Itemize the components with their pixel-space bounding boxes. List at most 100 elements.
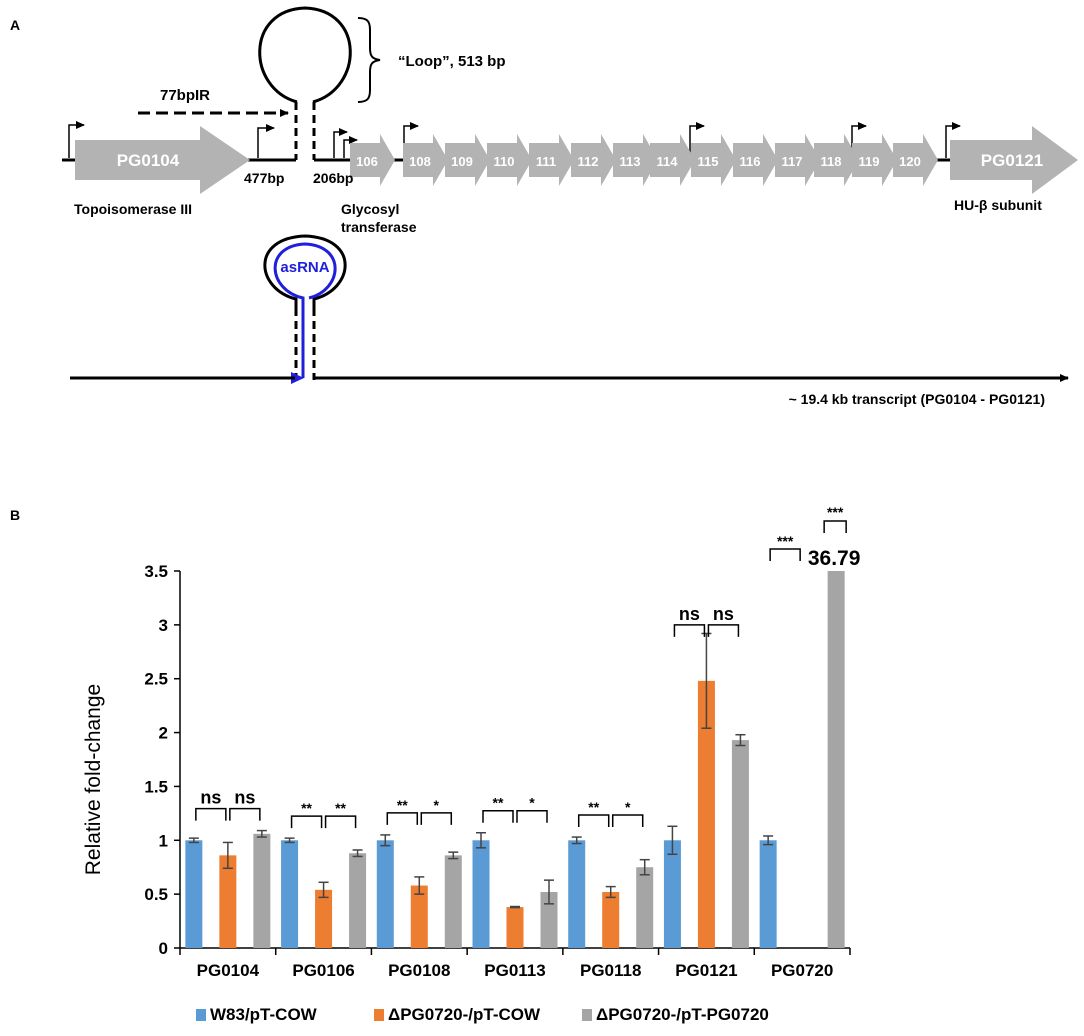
gene-106-label: 106 — [356, 154, 378, 169]
significance-bracket — [324, 815, 357, 829]
promoter-icon — [333, 128, 348, 158]
gene-pg0104-arrow — [75, 126, 250, 194]
gene-106-arrow — [350, 134, 395, 186]
significance-label: ** — [335, 800, 346, 816]
y-tick-label: 3 — [159, 616, 168, 635]
bar — [506, 907, 524, 948]
significance-bracket — [707, 624, 740, 637]
bar — [219, 855, 237, 948]
significance-bracket — [420, 812, 453, 825]
panel-b-label: B — [10, 507, 20, 523]
gene-119-label: 119 — [859, 154, 880, 169]
bar — [663, 840, 681, 948]
spacer-206-label: 206bp — [313, 170, 353, 186]
gene-pg0121-arrow — [950, 126, 1078, 194]
bar — [253, 833, 271, 948]
desc-pg0104: Topoisomerase III — [74, 201, 192, 217]
legend-label: W83/pT-COW — [210, 1005, 318, 1024]
significance-label: * — [434, 797, 440, 813]
gene-pg0104-label: PG0104 — [117, 151, 180, 170]
gene-108-label: 108 — [409, 154, 431, 169]
asrna-strand — [273, 242, 337, 384]
significance-bracket — [769, 548, 801, 561]
y-tick-label: 1 — [159, 831, 168, 850]
gene-118-label: 118 — [821, 154, 842, 169]
legend-swatch — [582, 1009, 592, 1021]
significance-bracket — [823, 520, 847, 533]
significance-bracket — [516, 809, 548, 823]
ir-label: 77bpIR — [160, 87, 210, 104]
y-axis-title: Relative fold-change — [82, 684, 105, 875]
gene-110-arrow — [487, 134, 532, 186]
y-tick-label: 1.5 — [144, 777, 168, 796]
desc-pg0121: HU-β subunit — [954, 197, 1042, 213]
y-tick-label: 0.5 — [144, 885, 168, 904]
legend-swatch — [196, 1009, 206, 1021]
significance-bracket — [290, 815, 323, 829]
gene-111-label: 111 — [536, 154, 556, 169]
gene-114-label: 114 — [657, 154, 679, 169]
gene-119-arrow — [852, 134, 897, 186]
loop-label: “Loop”, 513 bp — [398, 53, 506, 70]
gene-108-arrow — [403, 134, 448, 186]
desc-glycosyl: Glycosyl — [341, 201, 399, 217]
x-tick-label: PG0108 — [388, 961, 450, 980]
bar — [731, 740, 749, 948]
promoter-icon — [257, 124, 275, 158]
transcript-label: ~ 19.4 kb transcript (PG0104 - PG0121) — [789, 391, 1045, 407]
significance-label: *** — [777, 533, 794, 549]
hairpin-loop — [258, 6, 352, 104]
gene-113-label: 113 — [620, 154, 641, 169]
significance-label: ** — [301, 800, 312, 816]
y-tick-label: 2.5 — [144, 670, 168, 689]
significance-label: ns — [234, 788, 255, 808]
gene-113-arrow — [613, 134, 658, 186]
significance-bracket — [229, 807, 261, 821]
clipped-bar-value: 36.79 — [808, 547, 861, 570]
bar — [568, 840, 586, 948]
x-tick-label: PG0118 — [580, 961, 641, 980]
legend-swatch — [374, 1009, 384, 1021]
significance-label: * — [529, 795, 535, 811]
significance-bracket — [195, 807, 227, 821]
gene-116-label: 116 — [740, 154, 761, 169]
significance-label: ** — [397, 797, 408, 813]
promoter-icon — [945, 122, 961, 158]
significance-bracket — [482, 809, 514, 823]
desc-transferase: transferase — [341, 219, 417, 235]
promoter-icon — [68, 121, 85, 158]
panel-a-label: A — [10, 17, 20, 33]
bar — [281, 840, 299, 948]
bar — [636, 867, 654, 948]
gene-118-arrow — [814, 134, 859, 186]
bar — [410, 885, 428, 948]
bar — [349, 853, 367, 948]
significance-label: ns — [679, 604, 700, 624]
gene-117-label: 117 — [782, 154, 803, 169]
bar — [315, 889, 333, 948]
panel-a: A “Loop”, 513 bp 77bpIR PG0104 106 108 109… — [10, 6, 1078, 407]
gene-116-arrow — [733, 134, 778, 186]
x-tick-label: PG0113 — [484, 961, 545, 980]
gene-pg0121-label: PG0121 — [981, 151, 1043, 170]
promoter-icon — [343, 136, 358, 158]
gene-109-label: 109 — [451, 154, 473, 169]
significance-label: ** — [493, 795, 504, 811]
gene-115-arrow — [691, 134, 736, 186]
significance-bracket — [577, 814, 610, 828]
bar — [540, 891, 558, 948]
x-tick-label: PG0121 — [675, 961, 737, 980]
y-tick-label: 2 — [159, 724, 168, 743]
significance-label: *** — [827, 504, 844, 520]
legend-label: ΔPG0720-/pT-COW — [388, 1005, 541, 1024]
gene-120-label: 120 — [899, 154, 921, 169]
significance-label: ** — [588, 799, 599, 815]
bar — [602, 891, 620, 948]
gene-110-label: 110 — [494, 154, 515, 169]
x-tick-label: PG0104 — [197, 961, 260, 980]
significance-label: * — [625, 799, 631, 815]
legend-label: ΔPG0720-/pT-PG0720 — [596, 1005, 769, 1024]
gene-111-arrow — [529, 134, 574, 186]
